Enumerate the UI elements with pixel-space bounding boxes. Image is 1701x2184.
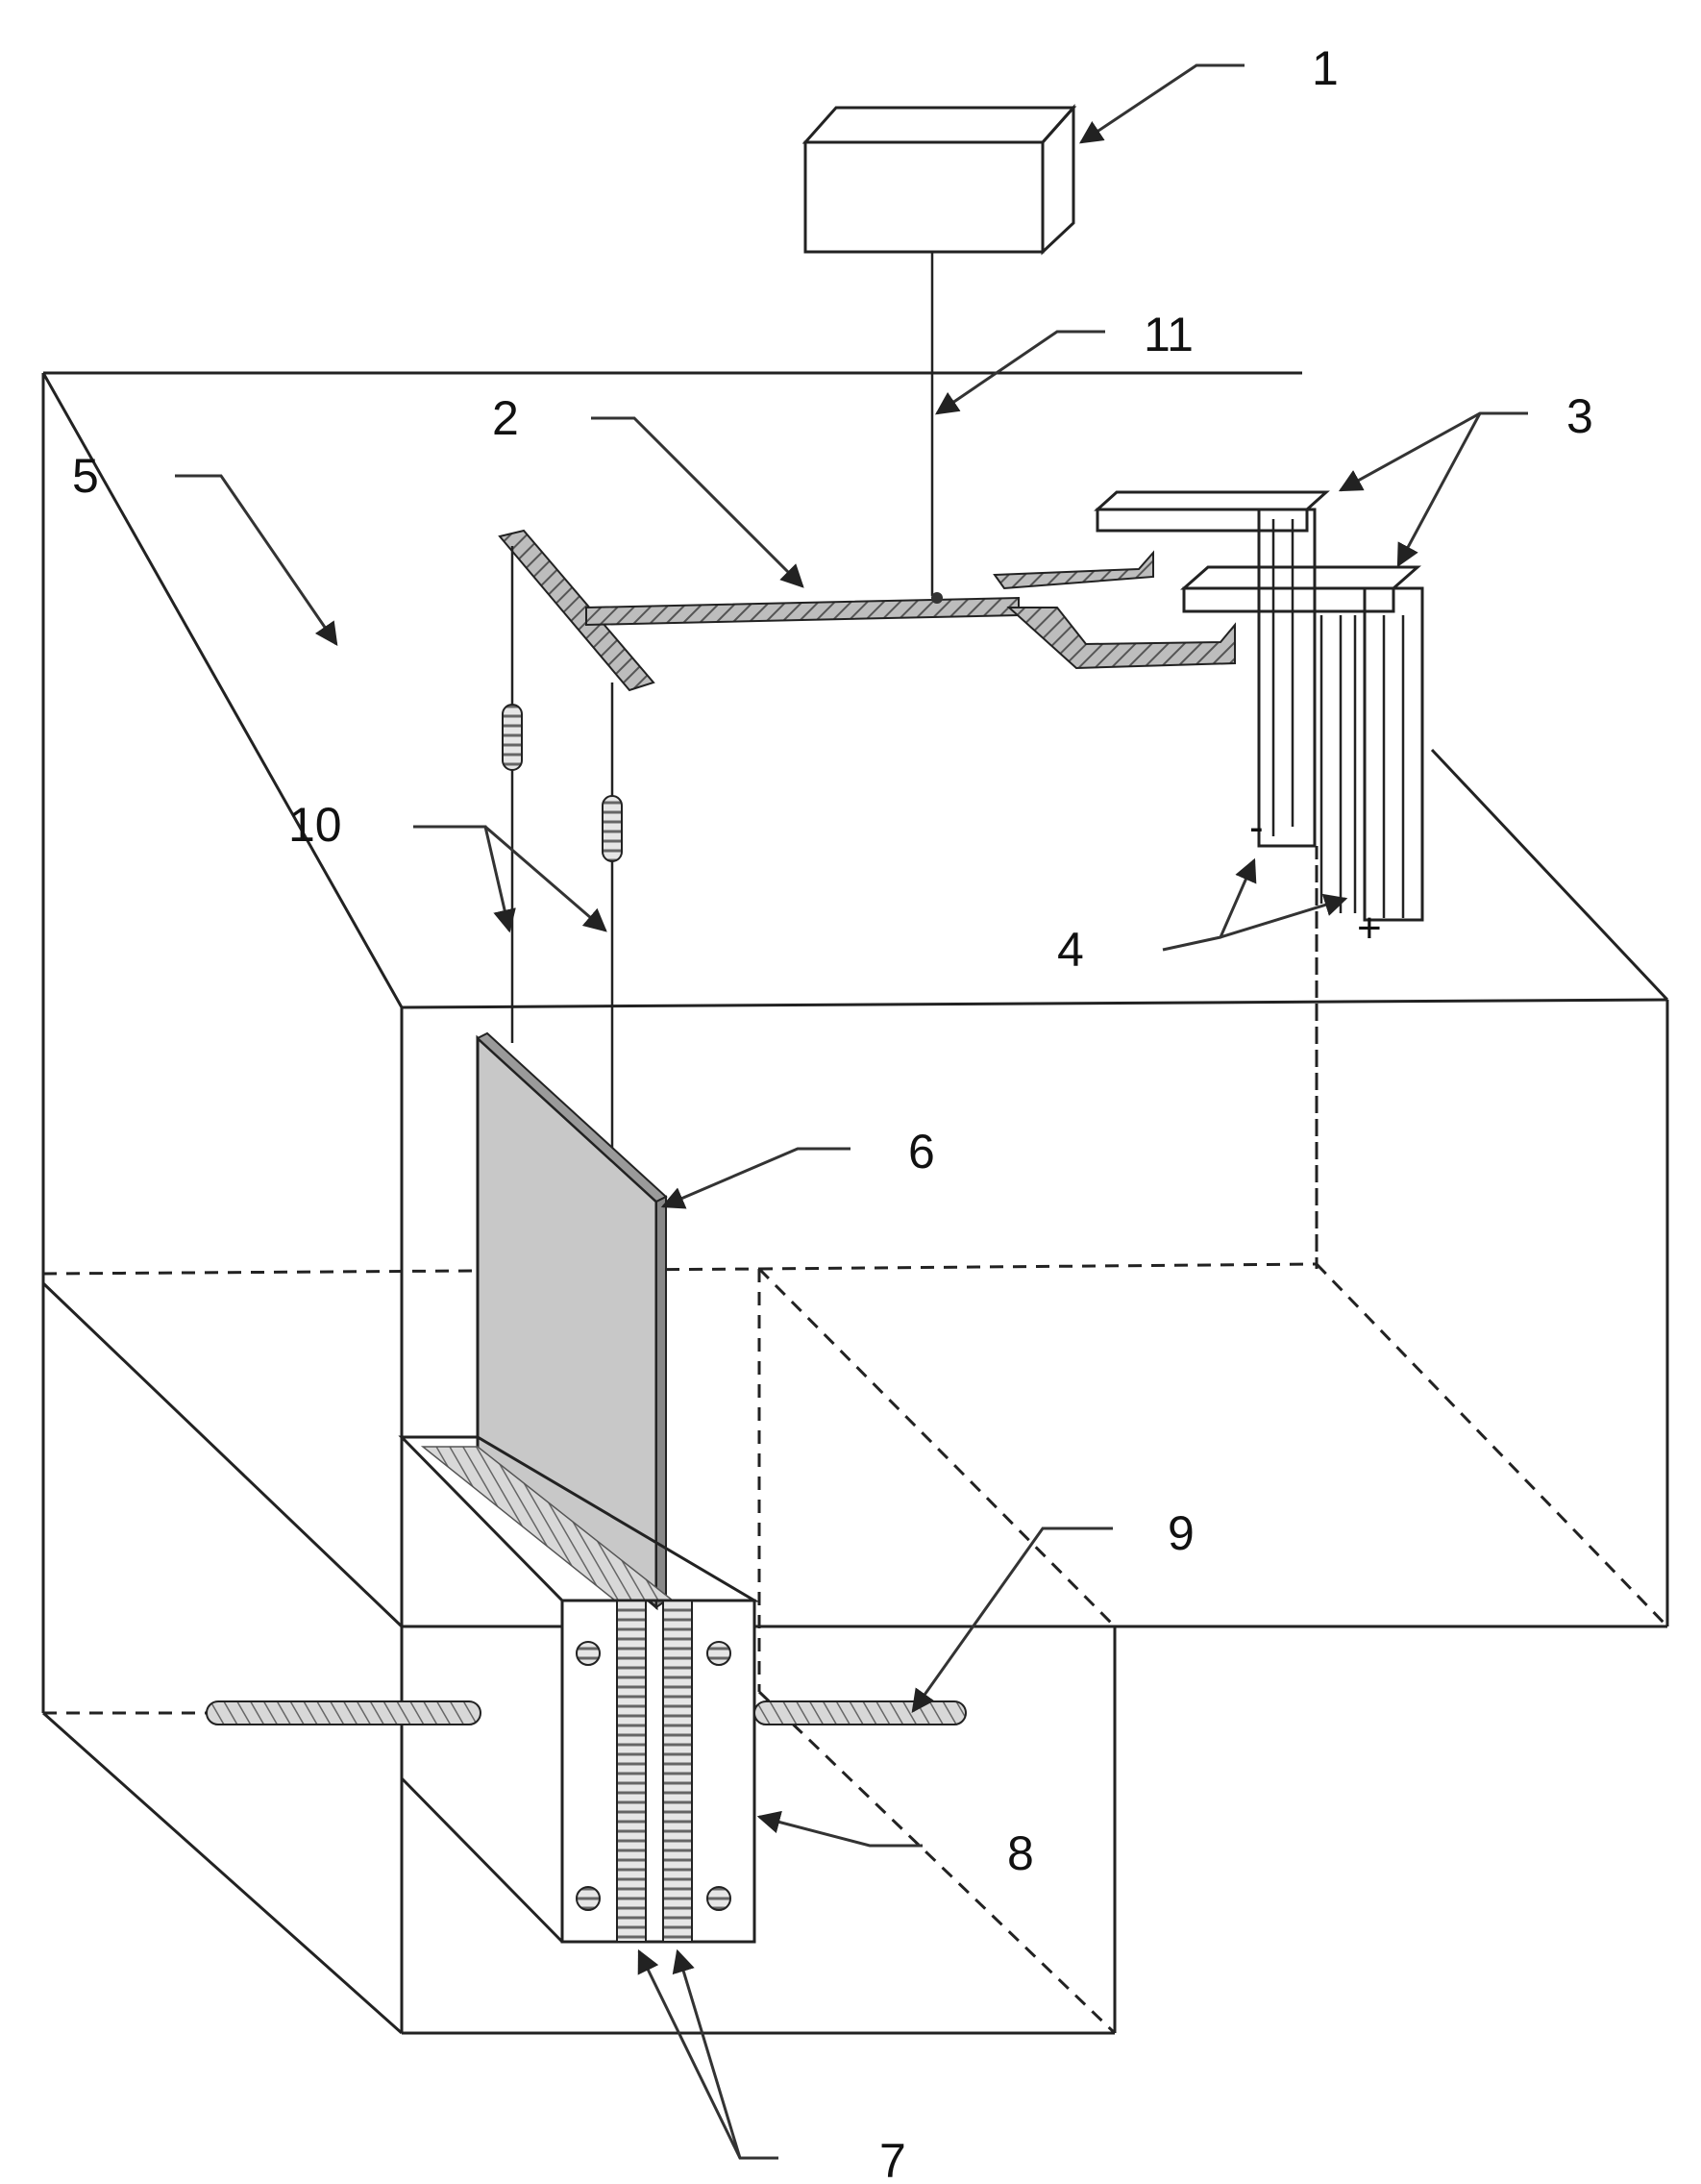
control-unit-box xyxy=(801,104,1077,256)
callout-6: 6 xyxy=(908,1125,935,1179)
callout-8: 8 xyxy=(1007,1826,1034,1880)
suspension-wires xyxy=(502,546,623,1149)
callout-7: 7 xyxy=(879,2134,906,2184)
plus-sign: + xyxy=(1357,905,1382,952)
tank-hidden-edges xyxy=(42,865,1669,2035)
callout-1: 1 xyxy=(1312,41,1339,95)
support-rods xyxy=(206,1700,967,1725)
callout-4: 4 xyxy=(1057,923,1084,977)
minus-sign: - xyxy=(1249,804,1264,851)
clamp-block xyxy=(398,1435,760,1944)
callout-5: 5 xyxy=(72,449,99,503)
comb-electrodes xyxy=(1094,490,1424,922)
balance-beam xyxy=(498,529,1236,692)
leader-lines xyxy=(175,63,1528,2160)
callout-2: 2 xyxy=(492,391,519,445)
callout-11: 11 xyxy=(1144,308,1194,361)
callout-3: 3 xyxy=(1566,389,1593,443)
callout-9: 9 xyxy=(1168,1506,1195,1560)
callout-10: 10 xyxy=(288,798,342,852)
